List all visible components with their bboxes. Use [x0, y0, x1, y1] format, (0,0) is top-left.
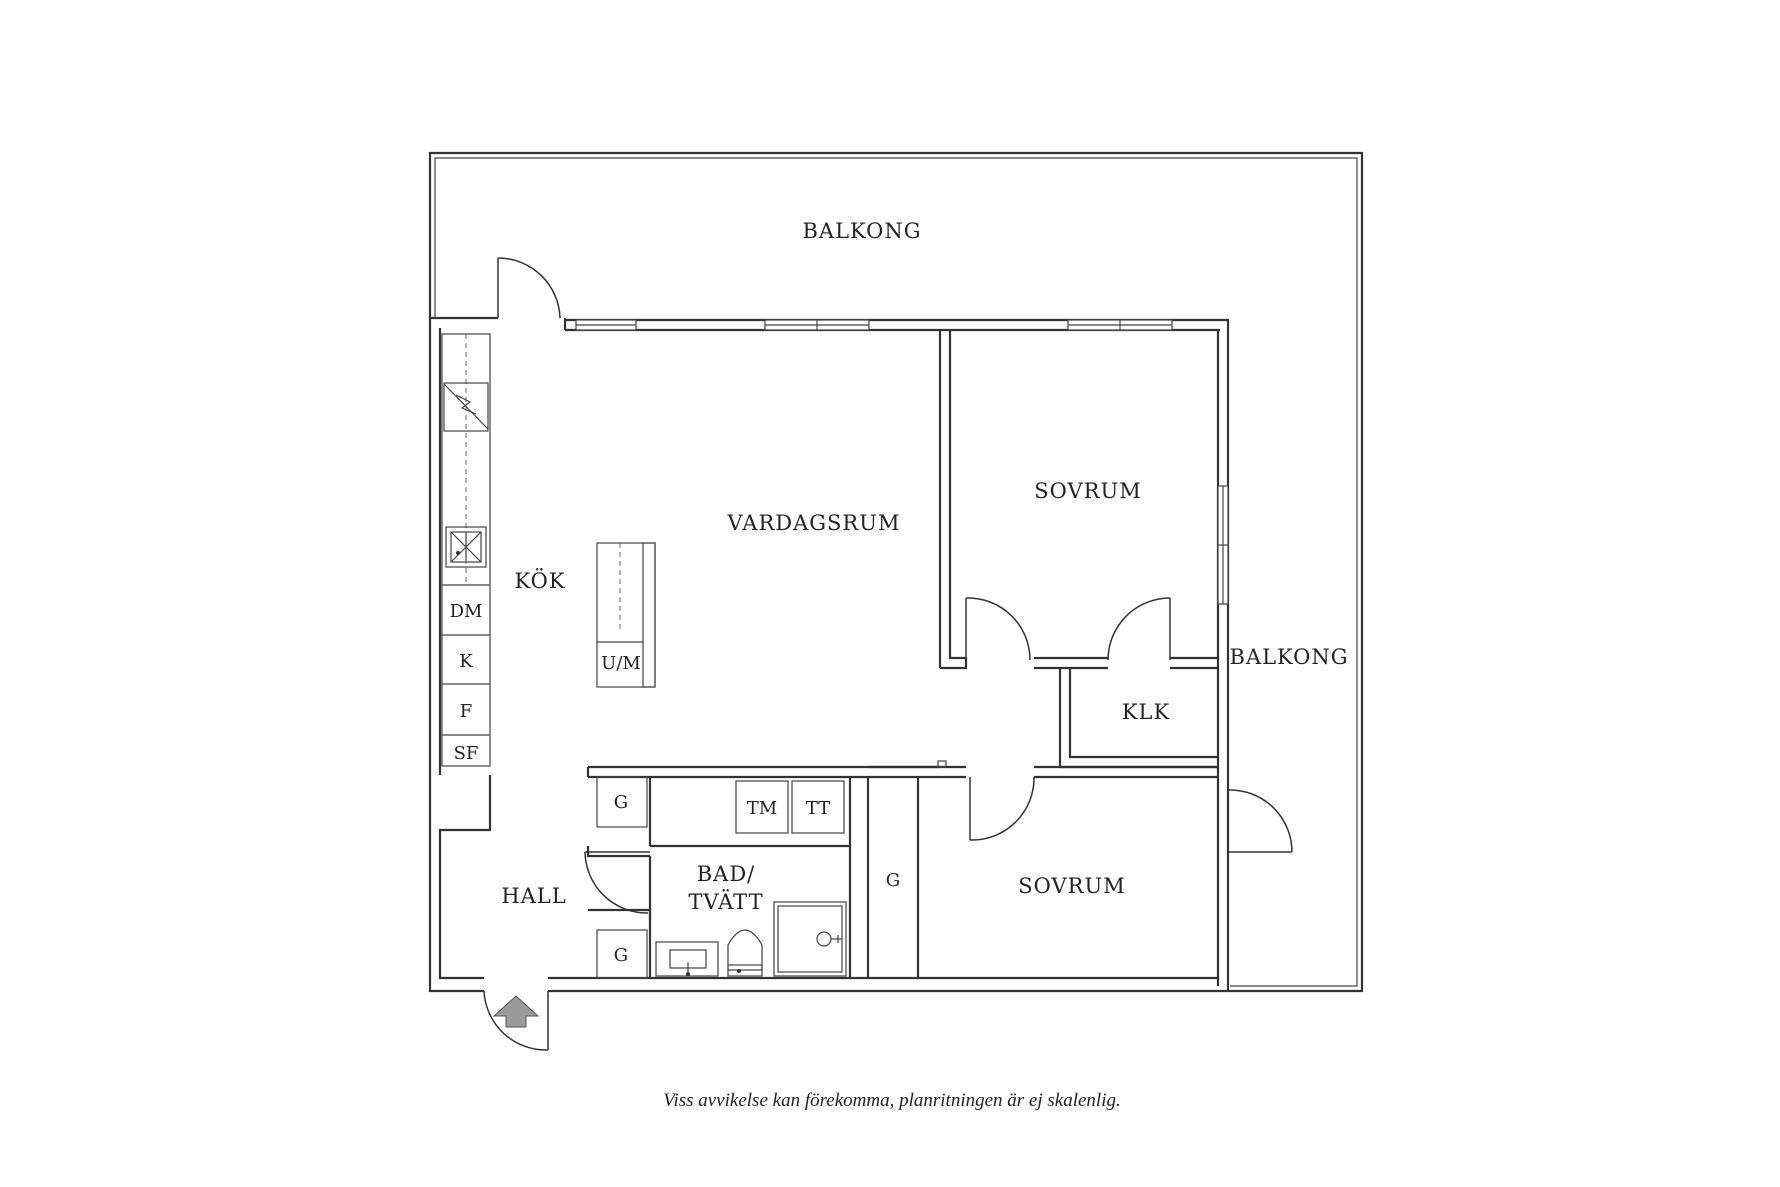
- room-vardagsrum: VARDAGSRUM: [727, 511, 901, 535]
- appliance-f-label: F: [460, 701, 473, 722]
- disclaimer-caption: Viss avvikelse kan förekomma, planritnin…: [663, 1090, 1120, 1111]
- closet-g-lower: [596, 929, 648, 979]
- room-klk: KLK: [1122, 700, 1170, 724]
- kitchen-counter: [441, 333, 491, 767]
- appliance-tt-label: TT: [806, 798, 830, 819]
- toilet-icon: [727, 929, 763, 977]
- laundry-appliances: [735, 780, 845, 834]
- door-bedroom-bottom[interactable]: [969, 776, 1035, 841]
- doors: [483, 257, 1293, 1051]
- appliance-k-label: K: [459, 651, 473, 672]
- appliance-um-label: U/M: [601, 653, 641, 674]
- door-balcony-top[interactable]: [497, 257, 561, 319]
- door-bathroom[interactable]: [584, 851, 650, 914]
- washbasin-icon: [655, 941, 719, 977]
- balcony-outline: [428, 151, 1364, 993]
- room-hall: HALL: [501, 884, 566, 908]
- room-bad-line2: TVÄTT: [688, 890, 763, 914]
- kitchen-island: [596, 542, 656, 688]
- stove-icon: [443, 382, 489, 432]
- shower-icon: [773, 901, 847, 977]
- appliance-tm-label: TM: [747, 798, 777, 819]
- closet-g-upper: [596, 776, 648, 828]
- room-balkong-top: BALKONG: [802, 219, 921, 243]
- room-sovrum-bottom: SOVRUM: [1018, 874, 1125, 898]
- closet-g-lower-label: G: [614, 945, 628, 966]
- closet-g-upper-label: G: [614, 792, 628, 813]
- windows: [575, 319, 1229, 605]
- room-balkong-right: BALKONG: [1229, 645, 1348, 669]
- entrance-arrow-icon: [492, 995, 540, 1028]
- room-bad-line1: BAD/: [697, 862, 756, 886]
- appliance-dm-label: DM: [450, 601, 483, 622]
- door-entrance[interactable]: [483, 990, 549, 1051]
- appliance-sf-label: SF: [454, 743, 479, 764]
- room-sovrum-top: SOVRUM: [1034, 479, 1141, 503]
- door-closet[interactable]: [1107, 597, 1171, 661]
- door-balcony-right[interactable]: [1227, 789, 1293, 853]
- room-kok: KÖK: [514, 568, 565, 593]
- closet-g-bedroom-label: G: [886, 870, 900, 891]
- sink-icon: [445, 526, 487, 568]
- door-bedroom-top-left[interactable]: [965, 597, 1031, 661]
